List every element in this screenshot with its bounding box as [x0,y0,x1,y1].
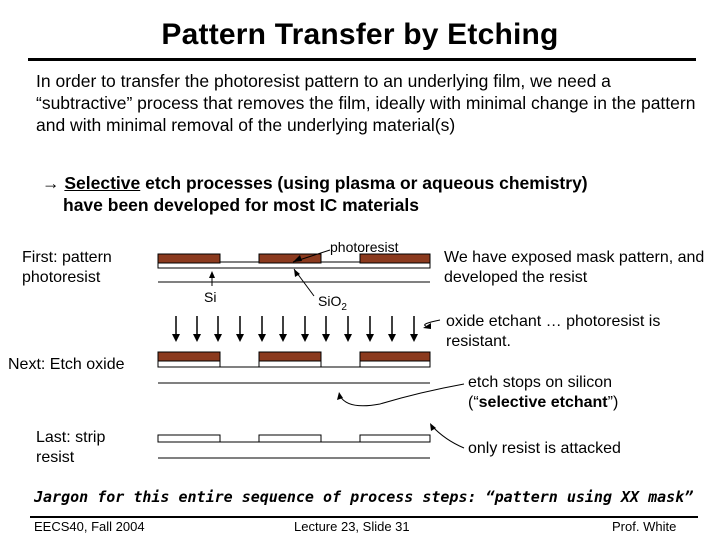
etch-arrows [172,316,418,342]
bullet-point: → Selective etch processes (using plasma… [42,172,702,216]
footer-rule [30,516,698,518]
note-exposed: We have exposed mask pattern, and develo… [444,249,705,286]
jargon-line: Jargon for this entire sequence of proce… [34,488,694,506]
intro-paragraph: In order to transfer the photoresist pat… [36,71,696,135]
etch-stop-leader [339,383,465,407]
note-stops: etch stops on silicon (“selective etchan… [468,374,619,411]
step-first-label: First: pattern photoresist [22,249,112,286]
wafer-step2 [157,351,431,384]
resist-block [258,253,322,264]
sio2-label: SiO2 [318,293,347,313]
note-resist: only resist is attacked [468,440,621,457]
footer-course: EECS40, Fall 2004 [34,519,145,534]
bullet-line1-rest: etch processes (using plasma or aqueous … [140,173,588,193]
wafer-step3 [157,434,431,459]
footer-author: Prof. White [612,519,677,534]
step-next-label: Next: Etch oxide [8,356,125,373]
resist-block [157,253,221,264]
footer-slide-number: Lecture 23, Slide 31 [294,519,410,534]
bullet-line2: have been developed for most IC material… [63,195,419,215]
title-underline [28,58,696,61]
resist-block [359,253,431,264]
wafer-step1 [157,253,431,283]
selective-word: Selective [64,173,141,193]
slide-title: Pattern Transfer by Etching [161,18,559,51]
note-etchant: oxide etchant … photoresist is resistant… [446,313,661,350]
photoresist-label: photoresist [330,239,399,255]
si-label: Si [204,289,217,305]
step-last-label: Last: strip resist [36,429,106,466]
right-arrow-icon: → [42,173,60,193]
